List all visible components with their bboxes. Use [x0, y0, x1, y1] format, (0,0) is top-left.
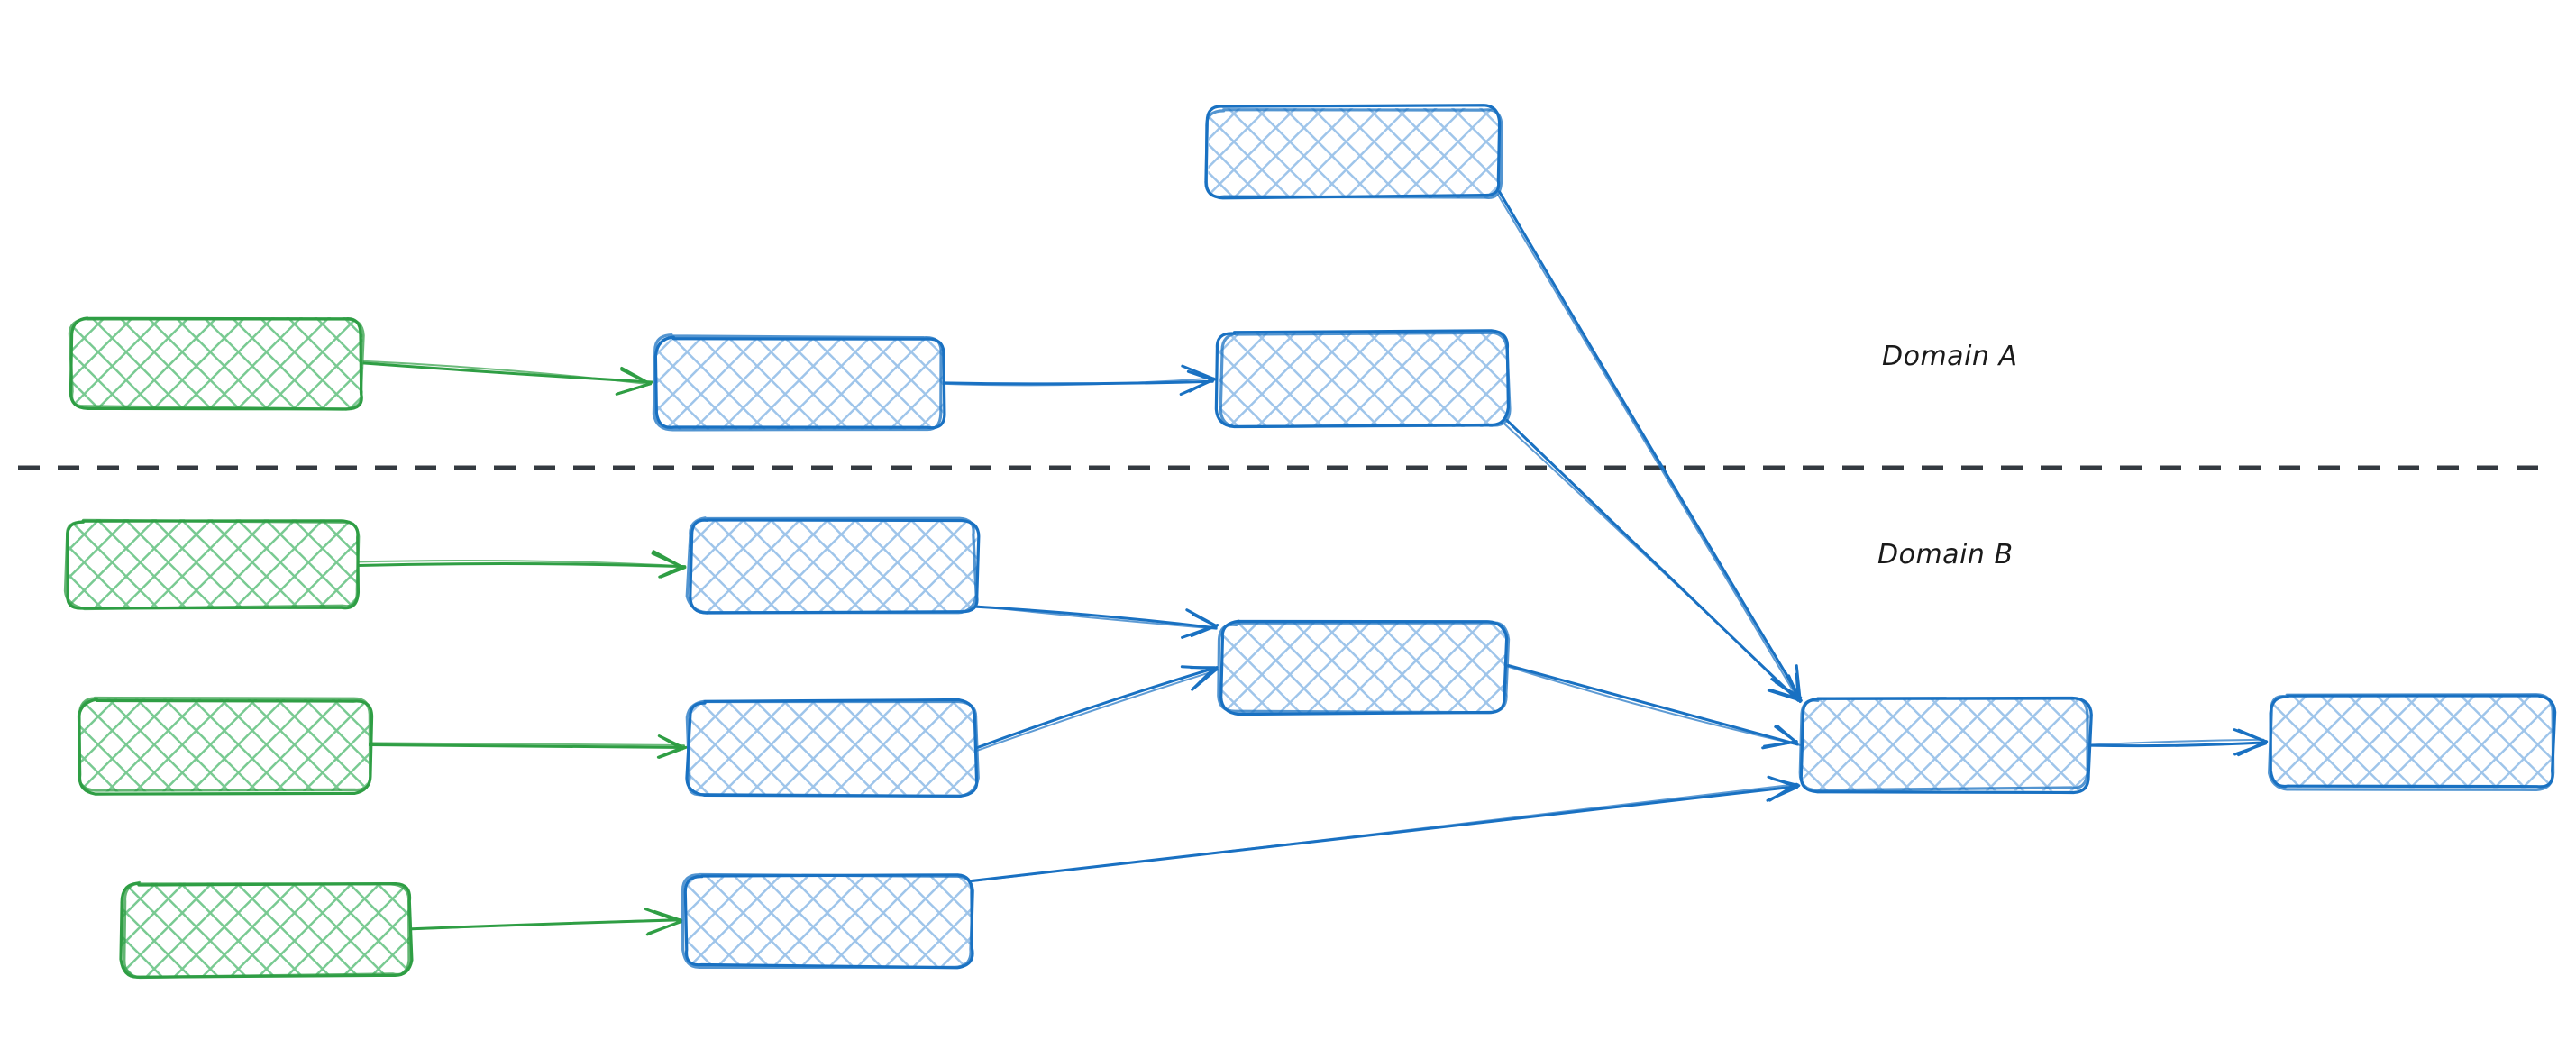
node-n-b-mid3[interactable]	[681, 872, 975, 970]
node-n-b-mid1[interactable]	[685, 516, 981, 615]
edges-layer	[354, 190, 2269, 936]
edge-e10	[1505, 663, 1802, 750]
node-n-a-right[interactable]	[1214, 329, 1512, 429]
node-outline	[78, 696, 372, 792]
edge-e6	[368, 734, 688, 759]
node-outline	[1217, 621, 1511, 715]
node-n-b-src3[interactable]	[119, 880, 414, 980]
node-fill	[685, 873, 973, 966]
edge-e9	[975, 665, 1220, 752]
node-fill	[688, 519, 977, 614]
node-n-a-top[interactable]	[1204, 104, 1503, 200]
edge-e11	[971, 775, 1801, 882]
node-n-b-mid2[interactable]	[685, 698, 980, 798]
node-fill	[72, 316, 363, 408]
node-n-b-src1[interactable]	[63, 518, 361, 611]
node-fill	[2270, 694, 2553, 789]
node-fill	[67, 519, 358, 610]
node-outline	[123, 880, 411, 980]
edge-e12	[2087, 728, 2269, 757]
node-n-b-sink[interactable]	[1798, 696, 2093, 795]
domain-label-b: Domain B	[1877, 539, 2014, 570]
node-n-b-src2[interactable]	[77, 696, 374, 796]
node-fill	[1221, 621, 1508, 713]
edge-e2	[940, 364, 1217, 397]
node-outline	[685, 699, 980, 798]
domain-label-a: Domain A	[1882, 341, 2018, 372]
node-n-b-out[interactable]	[2268, 693, 2557, 791]
nodes-layer	[63, 104, 2557, 980]
node-outline	[685, 516, 978, 615]
node-outline	[652, 333, 943, 432]
edge-e5	[354, 550, 687, 579]
node-fill	[78, 698, 370, 792]
edge-e1	[361, 360, 654, 396]
edge-e8	[973, 605, 1219, 639]
node-fill	[1219, 333, 1508, 427]
node-outline	[681, 872, 975, 969]
node-outline	[1219, 331, 1512, 428]
edge-e7	[409, 908, 683, 936]
node-outline	[63, 518, 361, 611]
node-outline	[2268, 693, 2555, 791]
node-n-b-agg[interactable]	[1217, 619, 1511, 716]
edge-e3	[1497, 190, 1803, 702]
node-outline	[1798, 697, 2089, 792]
node-outline	[653, 335, 946, 430]
edge-e4	[1503, 418, 1802, 704]
node-n-a-src[interactable]	[68, 316, 365, 411]
node-outline	[68, 316, 365, 411]
node-outline	[1204, 108, 1503, 200]
node-fill	[655, 337, 944, 430]
node-n-a-mid[interactable]	[652, 333, 946, 432]
node-fill	[689, 701, 976, 795]
node-fill	[121, 882, 410, 976]
node-fill	[1802, 697, 2090, 791]
node-fill	[1208, 107, 1502, 199]
